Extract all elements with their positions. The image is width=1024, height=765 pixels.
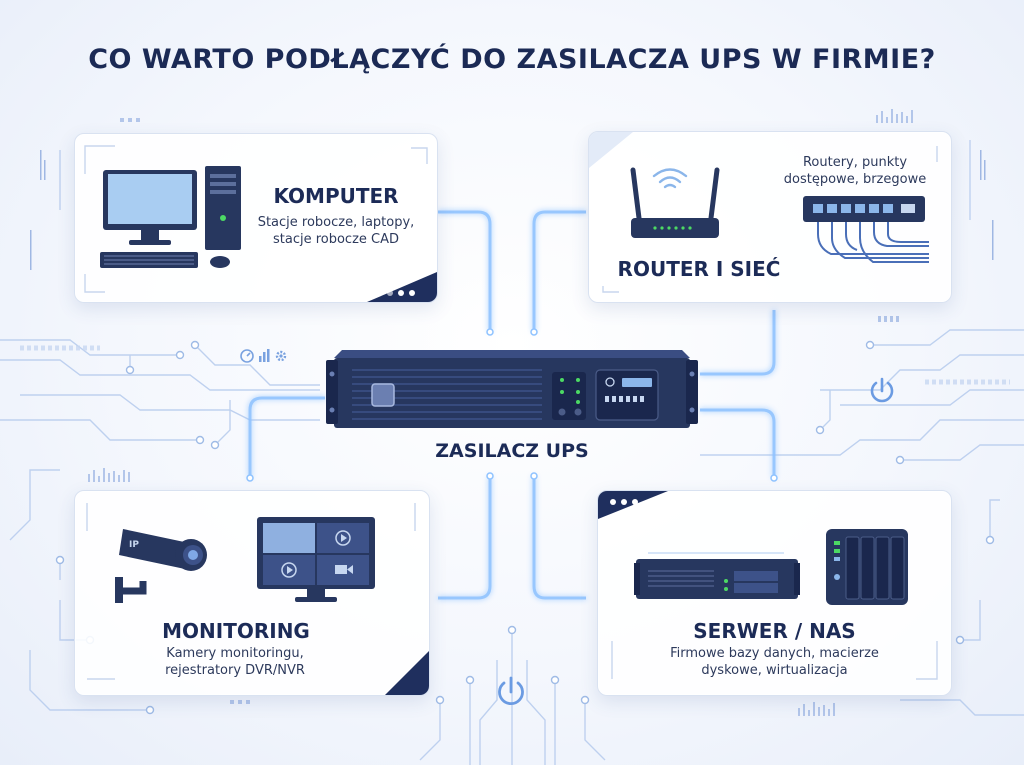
card-desc-server: Firmowe bazy danych, macierze dyskowe, w…: [638, 645, 911, 679]
card-title-router: ROUTER I SIEĆ: [617, 257, 781, 281]
card-monitoring-art: [86, 503, 429, 695]
card-desc-line: dostępowe, brzegowe: [783, 172, 927, 187]
page-title: CO WARTO PODŁĄCZYĆ DO ZASILACZA UPS W FI…: [88, 44, 936, 75]
power-icon: [498, 676, 524, 705]
card-dots: [610, 499, 638, 505]
card-router-art: [589, 132, 938, 293]
card-desc-line: dyskowe, wirtualizacja: [701, 663, 848, 678]
card-title-computer: KOMPUTER: [273, 184, 399, 208]
mouse-icon: [210, 256, 230, 268]
network-switch-icon: [803, 196, 929, 263]
card-desc-line: Firmowe bazy danych, macierze: [670, 646, 879, 661]
card-desc-line: Routery, punkty: [802, 155, 908, 170]
card-title-server: SERWER / NAS: [693, 619, 856, 643]
card-desc-line: stacje robocze CAD: [272, 232, 400, 247]
rack-server-icon: [634, 552, 800, 599]
card-desc-line: Kamery monitoringu,: [166, 646, 304, 661]
card-monitoring: IP MONITORING Kamery monitoringu, rejest…: [74, 490, 430, 696]
power-icon: [870, 377, 894, 403]
card-dots: [387, 290, 415, 296]
ups-device-icon: [326, 350, 698, 428]
nas-icon: [826, 529, 908, 605]
wifi-icon: [652, 168, 688, 189]
stats-icons: [240, 349, 287, 363]
surveillance-monitor-icon: [257, 517, 375, 602]
svg-text:IP: IP: [129, 540, 139, 550]
card-server: SERWER / NAS Firmowe bazy danych, macier…: [597, 490, 952, 696]
card-desc-line: rejestratory DVR/NVR: [165, 663, 305, 678]
card-desc-router: Routery, punkty dostępowe, brzegowe: [765, 154, 945, 188]
pc-tower-icon: [205, 166, 241, 250]
card-router: Routery, punkty dostępowe, brzegowe ROUT…: [588, 131, 952, 303]
monitor-icon: [103, 170, 197, 245]
card-computer-art: [84, 145, 437, 302]
card-server-art: [598, 491, 938, 680]
keyboard-icon: [100, 252, 198, 268]
card-desc-line: Stacje robocze, laptopy,: [257, 215, 415, 230]
card-desc-monitoring: Kamery monitoringu, rejestratory DVR/NVR: [145, 645, 325, 679]
card-computer: KOMPUTER Stacje robocze, laptopy, stacje…: [74, 133, 438, 303]
card-desc-computer: Stacje robocze, laptopy, stacje robocze …: [243, 214, 429, 248]
cctv-camera-icon: IP: [115, 529, 207, 603]
ups-label: ZASILACZ UPS: [435, 440, 589, 462]
router-icon: [630, 167, 720, 238]
card-title-monitoring: MONITORING: [162, 619, 310, 643]
